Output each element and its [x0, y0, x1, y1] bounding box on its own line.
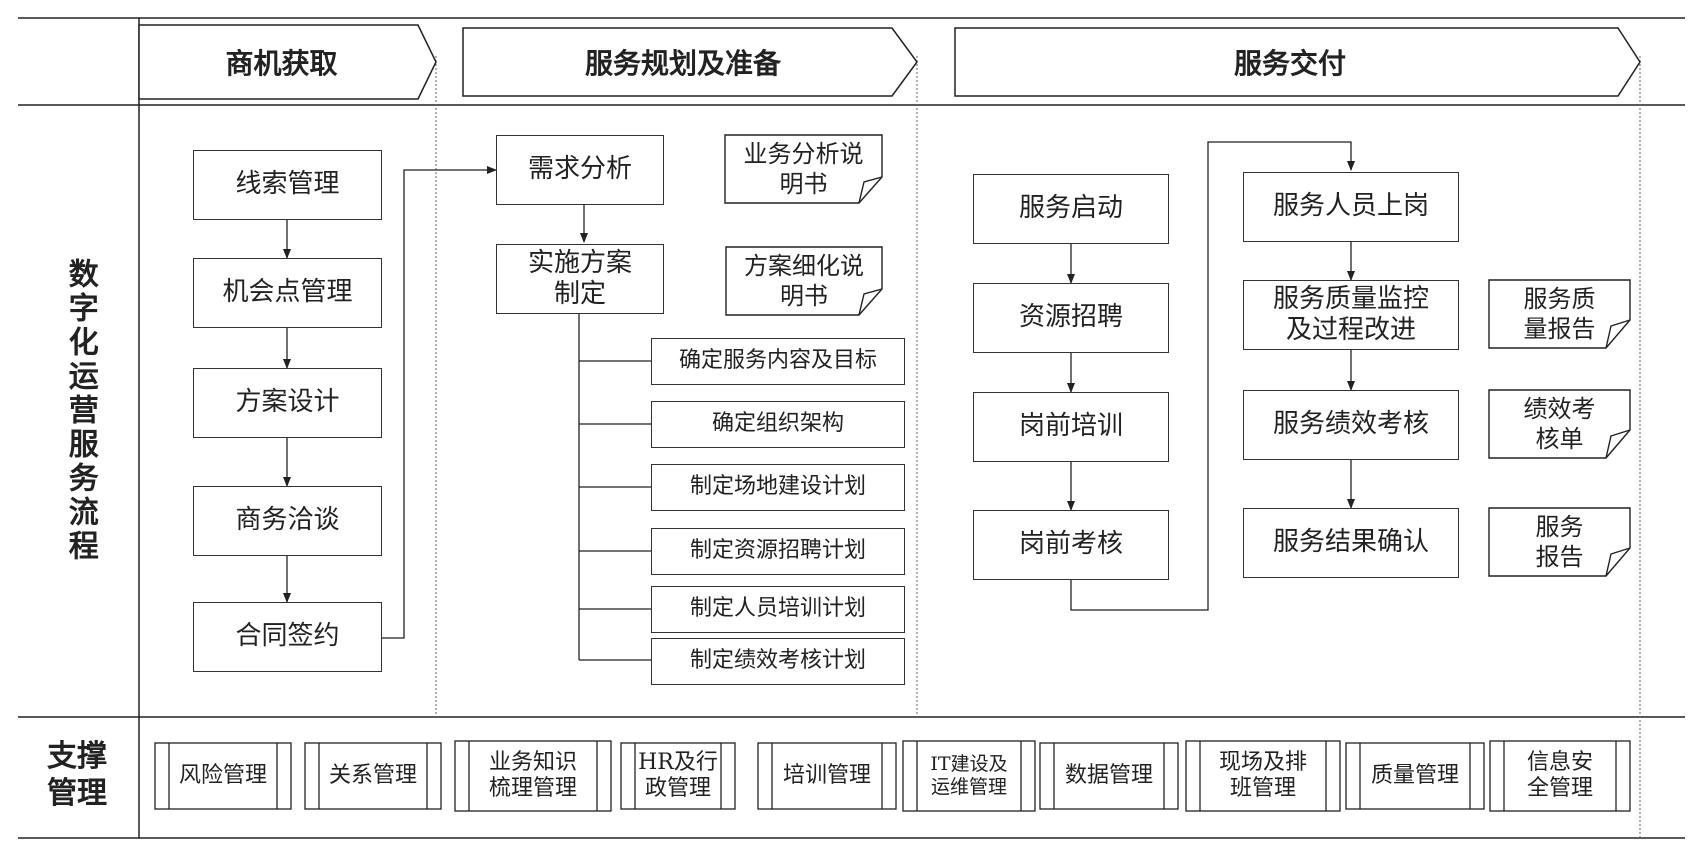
phase-chevron-2 — [462, 27, 918, 97]
doc-shape-5 — [1488, 507, 1631, 577]
step-pre-job-training: 岗前培训 — [973, 392, 1169, 462]
support-info-security: 信息安 全管理 — [1526, 749, 1593, 801]
phase-delivery: 服务交付 — [1233, 47, 1346, 80]
step-service-start: 服务启动 — [973, 174, 1169, 244]
task-4: 制定资源招聘计划 — [651, 528, 905, 575]
step-quality-monitoring: 服务质量监控 及过程改进 — [1243, 280, 1459, 350]
doc-shape-3 — [1488, 279, 1631, 349]
task-2: 确定组织架构 — [651, 401, 905, 448]
phase-acquisition: 商机获取 — [225, 47, 338, 80]
support-data-management: 数据管理 — [1064, 762, 1153, 788]
step-result-confirmation: 服务结果确认 — [1243, 508, 1459, 578]
task-1: 确定服务内容及目标 — [651, 338, 905, 385]
step-staff-onboard: 服务人员上岗 — [1243, 172, 1459, 242]
step-implementation-plan: 实施方案 制定 — [496, 244, 664, 314]
step-contract-signing: 合同签约 — [193, 602, 382, 672]
phase-chevron-3 — [954, 27, 1641, 97]
doc-shape-2 — [725, 246, 883, 316]
step-solution-design: 方案设计 — [193, 368, 382, 438]
support-hr-admin: HR及行 政管理 — [638, 749, 718, 801]
doc-shape-4 — [1488, 389, 1631, 459]
task-5: 制定人员培训计划 — [651, 586, 905, 633]
step-requirement-analysis: 需求分析 — [496, 135, 664, 205]
support-knowledge-management: 业务知识 梳理管理 — [488, 749, 577, 801]
step-lead-management: 线索管理 — [193, 150, 382, 220]
phase-chevron-1 — [138, 24, 437, 100]
process-row-label: 数字化运营服务流程 — [62, 258, 98, 564]
doc-service-report: 服务 报告 — [1535, 513, 1584, 571]
support-it-operations: IT建设及 运维管理 — [930, 753, 1008, 798]
support-risk-management: 风险管理 — [178, 762, 267, 788]
doc-business-analysis: 业务分析说 明书 — [743, 140, 864, 198]
support-relationship-management: 关系管理 — [328, 762, 417, 788]
task-6: 制定绩效考核计划 — [651, 638, 905, 685]
task-3: 制定场地建设计划 — [651, 464, 905, 511]
phase-planning: 服务规划及准备 — [584, 47, 781, 80]
step-performance-assessment: 服务绩效考核 — [1243, 390, 1459, 460]
support-site-scheduling: 现场及排 班管理 — [1218, 749, 1307, 801]
doc-shape-1 — [724, 134, 883, 204]
step-recruitment: 资源招聘 — [973, 283, 1169, 353]
support-row-label: 支撑 管理 — [47, 738, 107, 812]
support-training-management: 培训管理 — [782, 762, 871, 788]
step-opportunity-management: 机会点管理 — [193, 258, 382, 328]
doc-solution-detail: 方案细化说 明书 — [744, 252, 864, 310]
doc-performance-sheet: 绩效考 核单 — [1523, 395, 1596, 453]
step-business-negotiation: 商务洽谈 — [193, 486, 382, 556]
support-quality-management: 质量管理 — [1370, 762, 1459, 788]
step-pre-job-assessment: 岗前考核 — [973, 510, 1169, 580]
doc-quality-report: 服务质 量报告 — [1523, 285, 1596, 343]
